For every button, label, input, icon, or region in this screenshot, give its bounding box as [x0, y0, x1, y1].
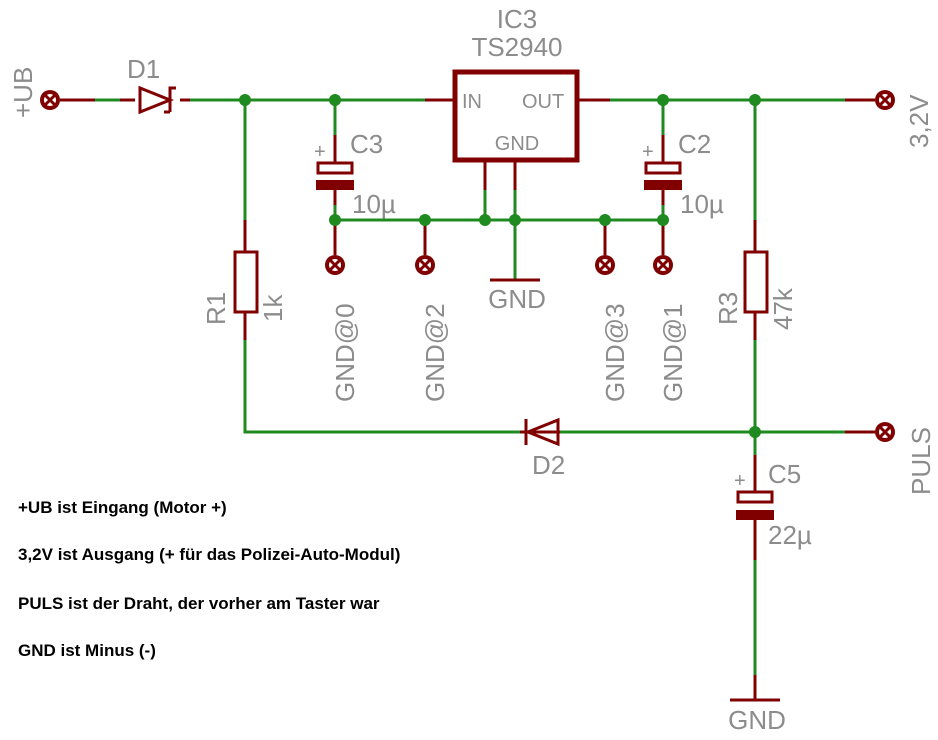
- ground-label-c5: GND: [728, 705, 786, 735]
- terminal-puls-label: PULS: [906, 427, 936, 495]
- note-line: +UB ist Eingang (Motor +): [18, 498, 227, 517]
- capacitor-c3: + C3 10µ: [314, 129, 396, 219]
- capacitor-c2: + C2 10µ: [642, 129, 724, 219]
- terminal-3v2-icon: [873, 88, 897, 112]
- c3-value: 10µ: [352, 189, 396, 219]
- note-line: 3,2V ist Ausgang (+ für das Polizei-Auto…: [18, 545, 400, 564]
- notes: +UB ist Eingang (Motor +) 3,2V ist Ausga…: [18, 498, 400, 660]
- terminal-ub-label: +UB: [8, 67, 38, 118]
- junctions: [239, 94, 761, 438]
- terminal-gnd1-label: GND@1: [658, 303, 688, 402]
- ic-ts2940: IC3 TS2940 IN OUT GND: [452, 4, 580, 163]
- terminal-gnd2-label: GND@2: [420, 303, 450, 402]
- resistor-r1: R1 1k: [201, 250, 288, 325]
- ic-pin-out: OUT: [522, 91, 564, 113]
- terminal-gnd1-icon: [651, 253, 675, 277]
- c2-plus: +: [642, 141, 654, 163]
- diode-d1: D1: [127, 54, 176, 115]
- ic-ref: IC3: [497, 4, 537, 34]
- c5-plus: +: [734, 470, 746, 492]
- terminal-3v2-label: 3,2V: [904, 94, 934, 148]
- d1-label: D1: [127, 54, 160, 84]
- c3-label: C3: [350, 129, 383, 159]
- capacitor-c5: + C5 22µ: [734, 459, 812, 550]
- terminal-gnd3-icon: [593, 253, 617, 277]
- resistor-r3: R3 47k: [713, 250, 798, 330]
- c5-value: 22µ: [768, 520, 812, 550]
- diode-d2: D2: [523, 417, 565, 480]
- c3-plus: +: [314, 141, 326, 163]
- terminals: +UB 3,2V PULS GND@0 GND@2 GND@3 GND@1: [8, 67, 936, 495]
- ic-pin-in: IN: [462, 91, 482, 113]
- terminal-gnd3-label: GND@3: [600, 303, 630, 402]
- r1-label: R1: [201, 292, 231, 325]
- d2-label: D2: [532, 450, 565, 480]
- terminal-gnd0-icon: [323, 253, 347, 277]
- note-line: PULS ist der Draht, der vorher am Taster…: [18, 594, 380, 613]
- c5-label: C5: [768, 459, 801, 489]
- ic-value: TS2940: [471, 32, 562, 62]
- c2-label: C2: [678, 129, 711, 159]
- r1-value: 1k: [258, 294, 288, 322]
- ic-pin-gnd: GND: [495, 133, 539, 155]
- note-line: GND ist Minus (-): [18, 641, 156, 660]
- r3-value: 47k: [768, 287, 798, 330]
- terminal-puls-icon: [873, 420, 897, 444]
- terminal-ub-icon: [38, 88, 62, 112]
- wires: [60, 98, 875, 702]
- r3-label: R3: [713, 292, 743, 325]
- c2-value: 10µ: [680, 189, 724, 219]
- terminal-gnd0-label: GND@0: [330, 303, 360, 402]
- ground-label-ic: GND: [488, 284, 546, 314]
- terminal-gnd2-icon: [413, 253, 437, 277]
